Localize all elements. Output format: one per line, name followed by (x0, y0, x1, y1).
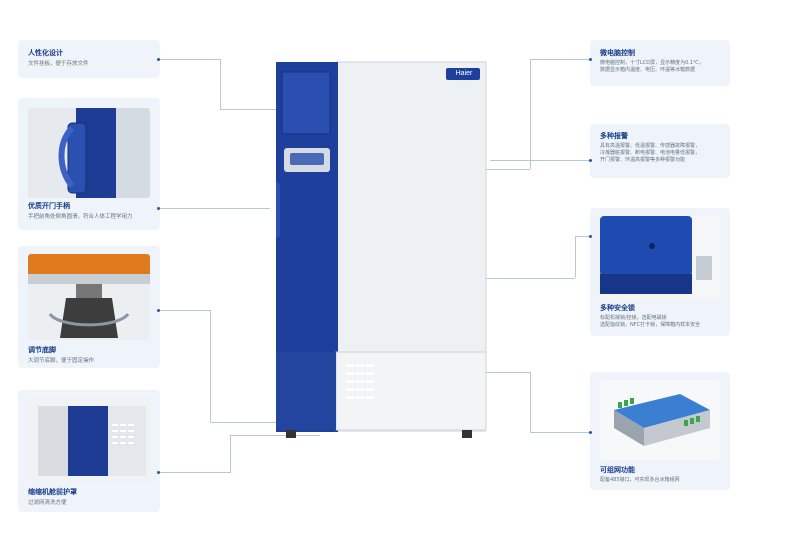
handle-photo (28, 108, 150, 198)
feature-card-adjustable-feet: 调节底脚 大调节底脚，便于固定操作 (18, 246, 160, 368)
connector-line (490, 160, 590, 161)
feature-card-micro-control: 微电脑控制 微电脑控制，十寸LCD屏，显示精度为0.1℃， 数据显示箱内温度、电… (590, 40, 730, 86)
connector-dot (157, 207, 160, 210)
feature-card-compressor-guard: 缩缩机舱前护罩 过滤网清洗方便 (18, 390, 160, 512)
brand-logo: Haier (455, 70, 473, 77)
module-photo (600, 380, 720, 460)
lock-illustration (600, 216, 720, 300)
connector-line (160, 59, 220, 60)
connector-line (530, 59, 531, 169)
connector-line (575, 236, 576, 278)
feature-title: 多种安全锁 (600, 304, 635, 312)
connector-line (230, 435, 231, 473)
connector-line (160, 472, 230, 473)
connector-line (230, 435, 320, 436)
freezer-illustration: Haier (270, 58, 490, 438)
connector-dot (589, 159, 592, 162)
connector-line (210, 422, 295, 423)
connector-dot (589, 431, 592, 434)
connector-dot (589, 235, 592, 238)
connector-dot (157, 309, 160, 312)
connector-dot (589, 58, 592, 61)
desc-line: 选配指纹锁、NFC打卡锁，保障箱内样本安全 (600, 322, 701, 328)
connector-line (220, 59, 221, 109)
feature-desc: 过滤网清洗方便 (28, 500, 67, 506)
desc-line: 标配机械锁/挂锁，选配电磁锁 (600, 315, 667, 321)
feature-desc: 大调节底脚，便于固定操作 (28, 358, 95, 364)
guard-photo (28, 398, 150, 482)
feature-card-locks: 多种安全锁 标配机械锁/挂锁，选配电磁锁 选配指纹锁、NFC打卡锁，保障箱内样本… (590, 208, 730, 336)
connector-line (210, 310, 211, 422)
feature-desc: 标配机械锁/挂锁，选配电磁锁 选配指纹锁、NFC打卡锁，保障箱内样本安全 (600, 315, 700, 329)
desc-line: 冷凝器脏报警、断电报警、电池电量低报警， (600, 150, 701, 156)
connector-line (530, 372, 531, 432)
connector-line (160, 310, 210, 311)
feature-title: 人性化设计 (28, 49, 63, 57)
feature-card-door-handle: 优质开门手柄 手把前角处倒角圆滑，符合人体工程学用力 (18, 98, 160, 230)
lock-photo (600, 216, 720, 300)
feature-title: 优质开门手柄 (28, 202, 70, 210)
connector-line (220, 109, 282, 110)
connector-line (530, 59, 590, 60)
module-illustration (600, 380, 720, 460)
feet-photo (28, 254, 150, 340)
feature-title: 调节底脚 (28, 346, 56, 354)
feature-desc: 手把前角处倒角圆滑，符合人体工程学用力 (28, 214, 133, 220)
feature-desc: 文件挂板，便于存放文件 (28, 61, 89, 67)
feature-card-personalized-design: 人性化设计 文件挂板，便于存放文件 (18, 40, 160, 78)
desc-line: 具有高温报警、低温报警、传感器故障报警， (600, 143, 701, 149)
feature-desc: 微电脑控制，十寸LCD屏，显示精度为0.1℃， 数据显示箱内温度、电压、环温等冰… (600, 60, 720, 74)
feature-card-networking: 可组网功能 配备485接口，可实现多台冰箱组网 (590, 372, 730, 490)
connector-dot (157, 58, 160, 61)
guard-illustration (28, 398, 150, 482)
freezer-svg (270, 61, 487, 438)
connector-line (530, 432, 590, 433)
feature-title: 微电脑控制 (600, 49, 635, 57)
desc-line: 微电脑控制，十寸LCD屏，显示精度为0.1℃， (600, 60, 704, 66)
desc-line: 开门报警、环温高报警等多种报警功能 (600, 157, 686, 163)
feature-card-alarms: 多种报警 具有高温报警、低温报警、传感器故障报警， 冷凝器脏报警、断电报警、电池… (590, 124, 730, 178)
handle-illustration (28, 108, 150, 198)
foot-illustration (28, 254, 150, 338)
connector-dot (157, 471, 160, 474)
feature-title: 多种报警 (600, 132, 628, 140)
connector-line (575, 236, 590, 237)
connector-line (160, 208, 270, 209)
feature-title: 可组网功能 (600, 466, 635, 474)
feature-desc: 具有高温报警、低温报警、传感器故障报警， 冷凝器脏报警、断电报警、电池电量低报警… (600, 143, 720, 164)
desc-line: 数据显示箱内温度、电压、环温等冰箱数据 (600, 67, 696, 73)
feature-desc: 配备485接口，可实现多台冰箱组网 (600, 477, 680, 484)
desc-line: 配备485接口，可实现多台冰箱组网 (600, 477, 680, 483)
feature-title: 缩缩机舱前护罩 (28, 488, 77, 496)
